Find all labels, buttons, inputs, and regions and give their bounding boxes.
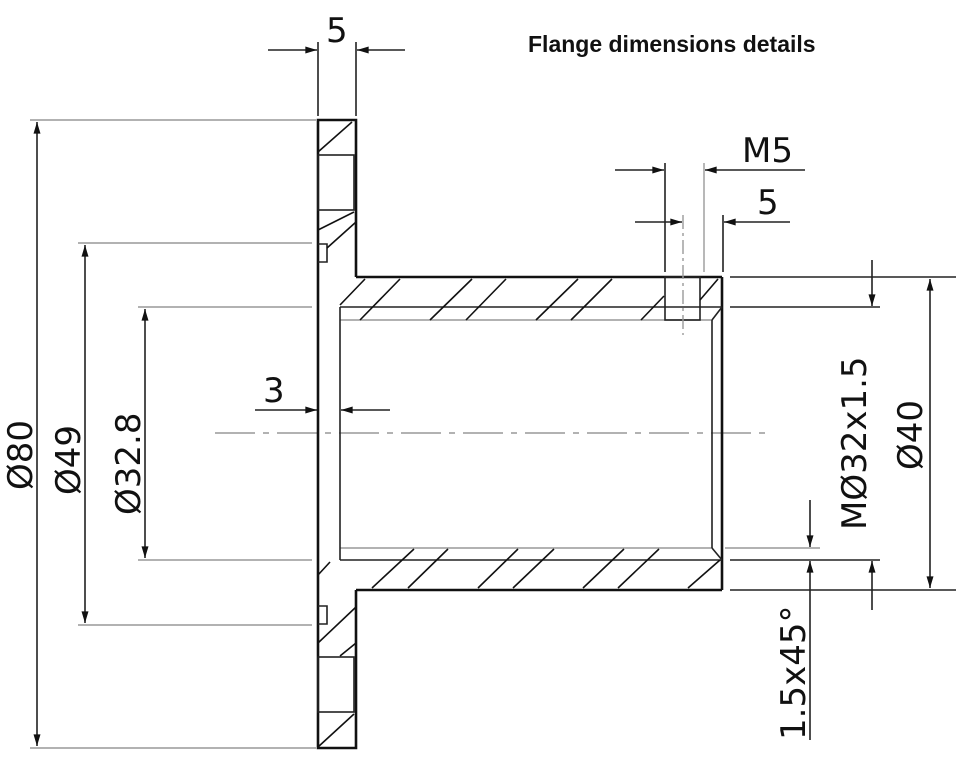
flange-thickness-label: 5 [326,11,348,51]
thread-hole-label: M5 [742,131,793,171]
dimension-outer-diameter: Ø80 [1,119,316,749]
part-section [316,118,724,750]
bore-label: Ø32.8 [109,413,149,515]
dimension-thread-hole-offset: 5 [635,183,790,272]
dimension-flange-thickness: 5 [268,11,405,116]
drawing-title: Flange dimensions details [528,31,816,57]
dimension-thread-hole: M5 [615,131,805,272]
dimension-tube-diameter: Ø40 [730,276,956,591]
dimension-bolt-circle: Ø49 [49,242,312,626]
thread-label: MØ32x1.5 [835,356,875,530]
bolt-circle-label: Ø49 [49,425,89,495]
chamfer-label: 1.5x45° [774,606,814,740]
dimension-chamfer: 1.5x45° [725,500,820,740]
tube-diameter-label: Ø40 [891,400,931,470]
dimension-bore-step: 3 [255,371,390,414]
dimension-bore: Ø32.8 [109,306,312,561]
thread-hole-offset-label: 5 [757,183,779,223]
dimension-thread: MØ32x1.5 [730,260,880,610]
bore-step-label: 3 [263,371,285,411]
outer-diameter-label: Ø80 [1,420,41,490]
